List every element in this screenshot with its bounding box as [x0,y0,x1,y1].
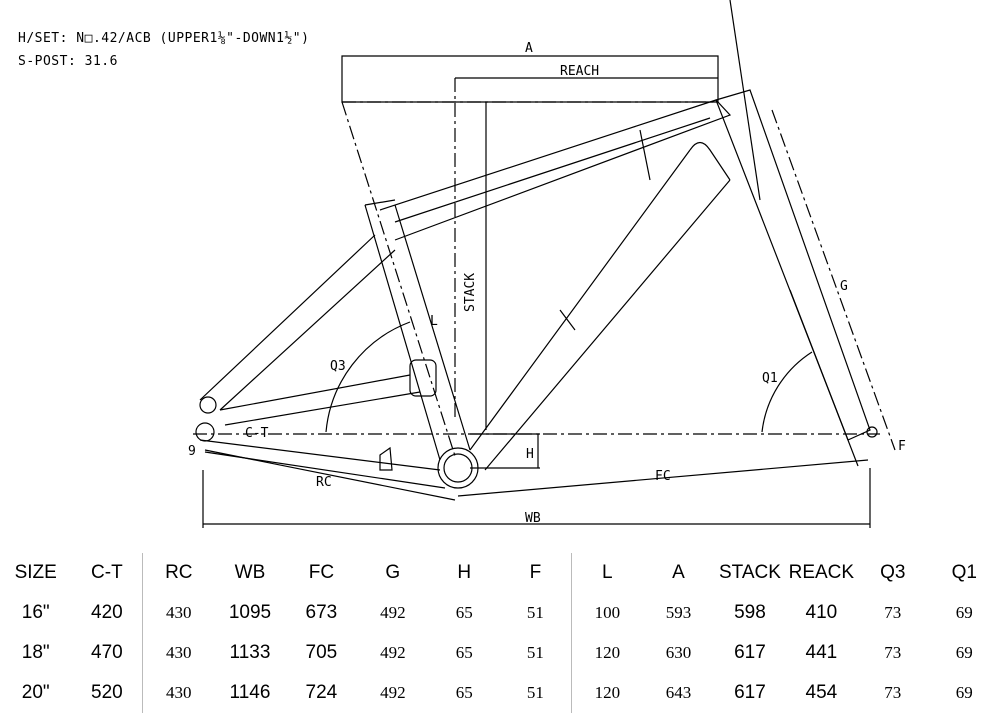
label-f: F [898,439,906,454]
cell: 73 [884,643,902,662]
cell: 65 [455,603,473,622]
a-dimension-box [341,55,719,103]
cell: 73 [884,603,902,622]
rear-dropout [195,422,215,442]
cell: 598 [734,602,766,623]
label-a: A [525,41,533,56]
label-fc: FC [655,469,671,484]
cell: 520 [91,682,123,703]
cell: 51 [526,603,544,622]
label-nine: 9 [188,444,196,459]
cell: 441 [805,642,838,663]
label-ct: C-T [245,426,269,441]
col-q1: Q1 [951,562,977,583]
seatpost-spec: S-POST: 31.6 [18,54,118,69]
frame-geometry-drawing: A REACH STACK L G Q3 Q1 RC FC WB H F C-T… [188,0,906,528]
table-row: 20" 520 430 1146 724 492 65 51 120 643 6… [0,673,1000,713]
cell: 454 [805,682,838,703]
cell: 1133 [229,642,271,663]
label-reach: REACH [560,64,599,79]
cell: 1095 [228,602,272,623]
col-reack: REACK [788,562,855,583]
cell: 420 [91,602,123,623]
label-q3: Q3 [330,359,346,374]
head-tube [715,89,871,441]
seat-stay [199,234,396,411]
cell: 65 [455,643,473,662]
cell: 73 [884,683,902,702]
col-stack: STACK [718,562,781,583]
cell: 705 [305,642,338,663]
col-q3: Q3 [880,562,906,583]
geometry-table: SIZE C-T RC WB FC G H F L A STACK REACK … [0,553,1000,713]
label-stack: STACK [463,273,478,312]
cell: 617 [734,642,766,663]
table-header-row: SIZE C-T RC WB FC G H F L A STACK REACK … [0,553,1000,593]
down-tube [469,149,731,471]
table-row: 16" 420 430 1095 673 492 65 51 100 593 5… [0,593,1000,633]
cell: 430 [142,673,215,713]
label-h: H [526,447,534,462]
cell: 617 [734,682,766,703]
cell: 20" [21,682,50,703]
cell: 492 [380,603,406,622]
cell: 470 [91,642,123,663]
cell: 100 [570,593,643,633]
cell: 630 [665,643,692,662]
cell: 69 [955,603,973,622]
fork-line [789,289,859,467]
col-rc: RC [142,553,215,593]
cell: 430 [142,593,215,633]
front-axle [866,426,878,438]
col-g: G [385,562,401,583]
top-tube [379,99,732,241]
col-fc: FC [308,562,335,583]
label-g: G [840,279,848,294]
label-rc: RC [316,475,332,490]
cell: 51 [526,683,544,702]
cell: 18" [21,642,50,663]
col-h: H [457,562,472,583]
col-ct: C-T [91,562,123,583]
cell: 643 [665,683,692,702]
cell: 69 [955,683,973,702]
cell: 16" [21,602,50,623]
headset-spec: H/SET: N□.42/ACB (UPPER1⅛"-DOWN1½") [18,31,310,46]
cell: 120 [570,673,643,713]
label-wb: WB [525,511,541,526]
table-row: 18" 470 430 1133 705 492 65 51 120 630 6… [0,633,1000,673]
cell: 492 [380,643,406,662]
cell: 492 [380,683,406,702]
cell: 120 [570,633,643,673]
seat-tube [364,204,471,461]
cell: 593 [665,603,692,622]
cell: 65 [455,683,473,702]
cell: 724 [305,682,338,703]
col-size: SIZE [14,562,57,583]
col-a: A [672,562,685,583]
cell: 51 [526,643,544,662]
cell: 69 [955,643,973,662]
cell: 673 [305,602,338,623]
col-l: L [570,553,643,593]
col-wb: WB [234,562,266,583]
cell: 410 [805,602,838,623]
label-q1: Q1 [762,371,778,386]
label-l: L [430,314,438,329]
cell: 1146 [229,682,271,703]
col-f: F [529,562,542,583]
cell: 430 [142,633,215,673]
